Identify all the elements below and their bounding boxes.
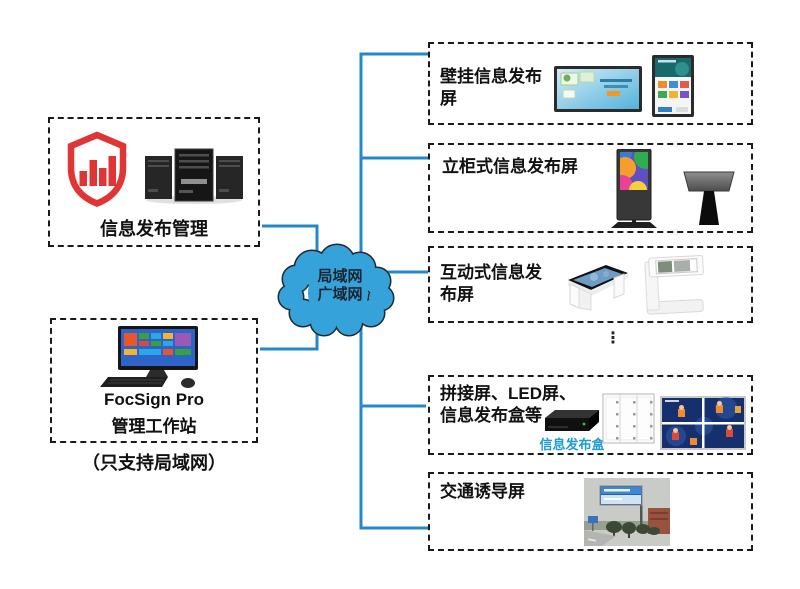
branch-workstation (260, 331, 319, 351)
led-panel-icon (602, 393, 655, 444)
signage-box-label: 信息发布盒 (539, 437, 605, 452)
shield-chart-logo-icon (67, 131, 127, 207)
landscape-display-icon (554, 66, 642, 112)
signage-box-icon (545, 410, 599, 431)
portrait-display-icon (652, 55, 694, 117)
interactive-display-box: 互动式信息发 布屏 (428, 246, 753, 323)
workstation-title: FocSign Pro (103, 390, 205, 409)
cabinet-display-label: 立柜式信息发布屏 (442, 157, 578, 176)
kiosk-podium-icon (683, 171, 735, 225)
cloud-label-line1: 局域网 (317, 268, 363, 285)
videowall-label: 拼接屏、LED屏、 信息发布盒等 (440, 384, 576, 425)
workstation-subtitle: 管理工作站 (111, 417, 197, 436)
touch-table-c-icon (644, 254, 704, 315)
management-label: 信息发布管理 (100, 219, 208, 239)
management-box: 信息发布管理 (48, 117, 260, 247)
more-devices-ellipsis: ⋮ (605, 330, 621, 347)
network-cloud-icon (277, 243, 395, 337)
wall-display-box: 壁挂信息发布 屏 (428, 42, 753, 125)
workstation-note: （只支持局域网） (82, 453, 226, 473)
touch-table-icon (568, 265, 628, 311)
branch-management (262, 224, 319, 258)
traffic-billboard-photo (584, 478, 670, 546)
video-wall-icon (660, 396, 746, 450)
server-rack-icon (145, 148, 243, 204)
traffic-display-box: 交通诱导屏 (428, 472, 753, 551)
cloud-label-line2: 广域网 (317, 286, 363, 303)
videowall-box: 拼接屏、LED屏、 信息发布盒等 信息发布盒 (428, 375, 753, 455)
cloud-label: 局域网 广域网 (294, 268, 386, 304)
desktop-pc-icon (100, 326, 198, 388)
kiosk-upright-icon (611, 149, 657, 228)
interactive-display-label: 互动式信息发 布屏 (440, 263, 542, 304)
workstation-box: FocSign Pro 管理工作站 (50, 318, 258, 443)
cabinet-display-box: 立柜式信息发布屏 (428, 143, 753, 233)
wall-display-label: 壁挂信息发布 屏 (440, 67, 542, 108)
traffic-display-label: 交通诱导屏 (440, 482, 525, 501)
